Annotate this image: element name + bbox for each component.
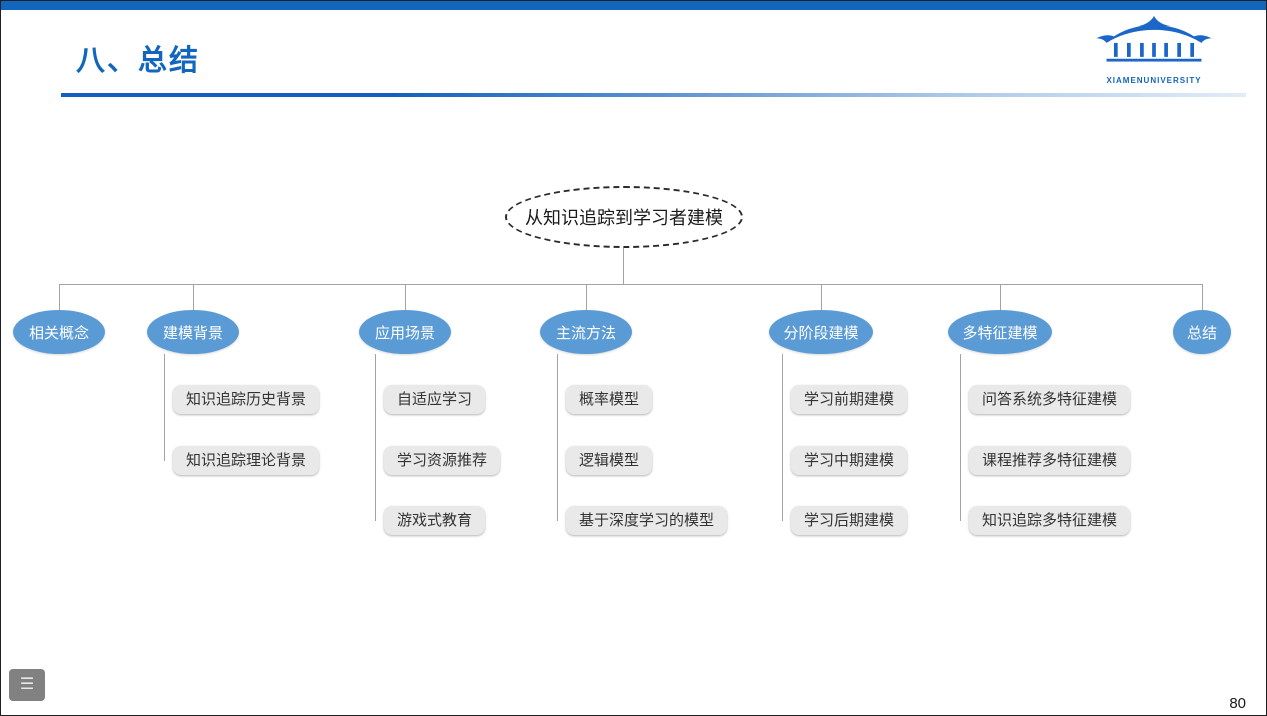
- connector-line: [960, 354, 961, 521]
- connector-line: [1202, 284, 1203, 310]
- slide-title: 八、总结: [76, 45, 201, 77]
- branch-node: 分阶段建模: [769, 310, 873, 354]
- connector-line: [164, 354, 165, 461]
- child-node: 学习前期建模: [791, 385, 908, 414]
- connector-line: [623, 248, 624, 284]
- branch-node: 主流方法: [540, 310, 632, 354]
- child-node: 学习资源推荐: [384, 446, 501, 475]
- child-node: 问答系统多特征建模: [969, 385, 1131, 414]
- slideshow-menu-button[interactable]: ☰: [9, 669, 45, 701]
- connector-line: [59, 284, 1202, 285]
- menu-icon: ☰: [19, 676, 35, 693]
- university-logo-icon: [1096, 15, 1212, 62]
- connector-line: [59, 284, 60, 310]
- diagram-root-node: 从知识追踪到学习者建模: [505, 186, 743, 248]
- top-accent-bar: [1, 1, 1266, 10]
- branch-node: 多特征建模: [948, 310, 1052, 354]
- connector-line: [557, 354, 558, 521]
- connector-line: [1000, 284, 1001, 310]
- connector-line: [586, 284, 587, 310]
- child-node: 基于深度学习的模型: [566, 506, 728, 535]
- branch-node: 总结: [1173, 310, 1231, 354]
- connector-line: [375, 354, 376, 521]
- child-node: 课程推荐多特征建模: [969, 446, 1131, 475]
- connector-line: [821, 284, 822, 310]
- connector-line: [782, 354, 783, 521]
- child-node: 知识追踪历史背景: [173, 385, 320, 414]
- child-node: 知识追踪理论背景: [173, 446, 320, 475]
- university-logo-text: XIAMENUNIVERSITY: [1106, 76, 1202, 85]
- branch-node: 建模背景: [147, 310, 239, 354]
- child-node: 学习后期建模: [791, 506, 908, 535]
- child-node: 知识追踪多特征建模: [969, 506, 1131, 535]
- connector-line: [405, 284, 406, 310]
- branch-node: 应用场景: [359, 310, 451, 354]
- title-underline: [61, 93, 1246, 97]
- connector-line: [193, 284, 194, 310]
- branch-node: 相关概念: [13, 310, 105, 354]
- child-node: 学习中期建模: [791, 446, 908, 475]
- page-number: 80: [1229, 695, 1246, 712]
- child-node: 游戏式教育: [384, 506, 486, 535]
- child-node: 概率模型: [566, 385, 653, 414]
- university-logo: XIAMENUNIVERSITY: [1090, 15, 1218, 85]
- child-node: 自适应学习: [384, 385, 486, 414]
- child-node: 逻辑模型: [566, 446, 653, 475]
